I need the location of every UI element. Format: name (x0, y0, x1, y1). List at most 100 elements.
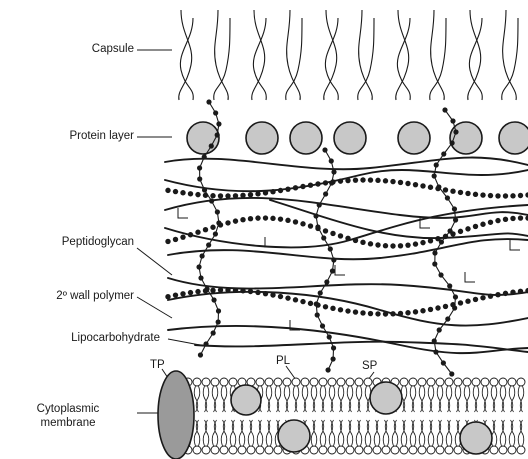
phospholipid-tail (286, 386, 290, 412)
lipocarbohydrate-chain-bead (438, 272, 443, 277)
phospholipid-tail (304, 386, 308, 412)
peptide-crosslink (335, 265, 345, 275)
capsule-strand (396, 10, 409, 100)
lipocarbohydrate-chain-bead (449, 371, 454, 376)
wall-polymer-bead (225, 287, 230, 292)
wall-polymer-bead (503, 291, 508, 296)
phospholipid-tail (295, 386, 299, 412)
phospholipid-tail (412, 386, 416, 412)
wall-polymer-bead (390, 179, 395, 184)
phospholipid-head (508, 446, 516, 454)
phospholipid-head (355, 446, 363, 454)
phospholipid-tail (374, 420, 378, 446)
wall-polymer-bead (353, 238, 358, 243)
lipocarbohydrate-chain-bead (331, 169, 336, 174)
lipocarbohydrate-chain-bead (213, 231, 218, 236)
phospholipid-tail (311, 386, 315, 412)
wall-polymer-bead (188, 191, 193, 196)
phospholipid-head (274, 378, 282, 386)
wall-polymer-bead (420, 308, 425, 313)
wall-polymer-bead (218, 222, 223, 227)
lipocarbohydrate-chain-bead (447, 283, 452, 288)
capsule-strand (179, 10, 192, 100)
protein-subunit (187, 122, 219, 154)
wall-polymer-bead (360, 177, 365, 182)
wall-polymer-bead (210, 225, 215, 230)
phospholipid-tail (457, 386, 461, 412)
label-sp: SP (362, 360, 377, 373)
wall-polymer-bead (195, 192, 200, 197)
wall-polymer-bead (473, 224, 478, 229)
wall-polymer-bead (518, 193, 523, 198)
label-peptidoglycan: Peptidoglycan (62, 236, 134, 249)
phospholipid-tail (221, 386, 225, 412)
wall-polymer-bead (293, 297, 298, 302)
wall-polymer-bead (233, 193, 238, 198)
phospholipid-tail (212, 386, 216, 412)
phospholipid-tail (320, 420, 324, 446)
lipocarbohydrate-chain-bead (209, 143, 214, 148)
phospholipid-head (247, 446, 255, 454)
phospholipid-tail (412, 420, 416, 446)
peptide-crosslink (510, 240, 520, 250)
phospholipid-head (229, 446, 237, 454)
phospholipid-tail (419, 420, 423, 446)
phospholipid-tail (322, 386, 326, 412)
phospholipid-head (211, 446, 219, 454)
phospholipid-tail (401, 420, 405, 446)
phospholipid-head (472, 378, 480, 386)
phospholipid-head (400, 446, 408, 454)
phospholipid-tail (484, 386, 488, 412)
label-tp: TP (150, 359, 165, 372)
wall-polymer-bead (413, 309, 418, 314)
phospholipid-head (481, 378, 489, 386)
wall-polymer-bead (180, 190, 185, 195)
wall-polymer-bead (240, 193, 245, 198)
wall-polymer-bead (360, 310, 365, 315)
wall-polymer-bead (225, 193, 230, 198)
wall-polymer-bead (285, 295, 290, 300)
phospholipid-tail (347, 420, 351, 446)
wall-polymer-bead (165, 188, 170, 193)
phospholipid-head (409, 446, 417, 454)
lipocarbohydrate-chain-bead (197, 165, 202, 170)
phospholipid-tail (376, 420, 380, 446)
phospholipid-tail (358, 420, 362, 446)
wall-polymer-bead (398, 180, 403, 185)
wall-polymer-bead (210, 193, 215, 198)
wall-polymer-bead (210, 288, 215, 293)
lipocarbohydrate-chain-bead (322, 147, 327, 152)
phospholipid-tail (509, 420, 513, 446)
lipocarbohydrate-chain-bead (215, 209, 220, 214)
phospholipid-head (328, 378, 336, 386)
wall-polymer-bead (495, 193, 500, 198)
phospholipid-tail (257, 420, 261, 446)
phospholipid-head (490, 446, 498, 454)
phospholipid-tail (439, 420, 443, 446)
phospholipid-head (391, 446, 399, 454)
phospholipid-tail (358, 386, 362, 412)
phospholipid-head (400, 378, 408, 386)
phospholipid-head (328, 446, 336, 454)
lipocarbohydrate-chain-bead (198, 352, 203, 357)
lipocarbohydrate-chain-bead (453, 294, 458, 299)
lipocarbohydrate-chain-bead (330, 268, 335, 273)
phospholipid-head (310, 446, 318, 454)
phospholipid-tail (196, 420, 200, 446)
wall-polymer-bead (278, 216, 283, 221)
wall-polymer-bead (503, 193, 508, 198)
wall-polymer-bead (428, 307, 433, 312)
phospholipid-tail (214, 386, 218, 412)
wall-polymer-bead (188, 232, 193, 237)
transmembrane-protein (158, 371, 194, 459)
wall-polymer-bead (203, 193, 208, 198)
phospholipid-head (274, 446, 282, 454)
phospholipid-tail (230, 420, 234, 446)
phospholipid-head (319, 378, 327, 386)
phospholipid-tail (331, 420, 335, 446)
phospholipid-head (193, 446, 201, 454)
label-pl: PL (276, 355, 290, 368)
label-lipocarbohydrate: Lipocarbohydrate (71, 332, 160, 345)
phospholipid-head (265, 378, 273, 386)
